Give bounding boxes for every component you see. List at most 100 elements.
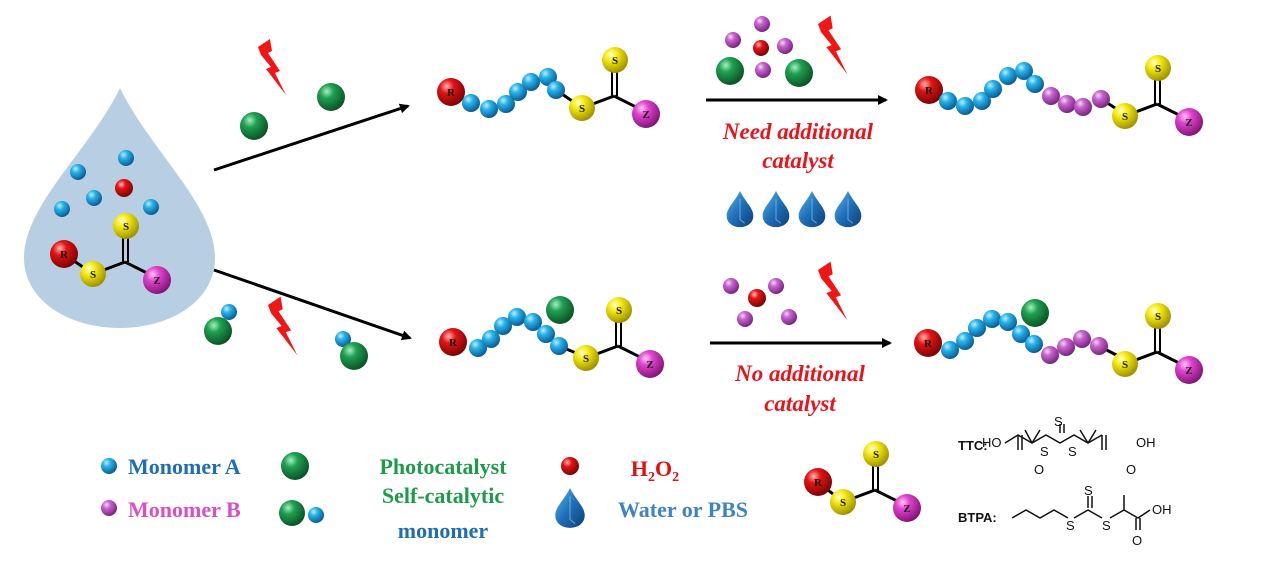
legend-monomer-b-icon <box>101 500 117 516</box>
h2o2-bead <box>748 289 766 307</box>
z-group-label: Z <box>153 275 160 287</box>
drop-highlight <box>775 198 782 224</box>
monomer-b-bead <box>723 278 739 294</box>
bottom-p2-monomer-a <box>999 313 1017 331</box>
ttc-o-right: O <box>1126 462 1136 477</box>
thiocarbonyl-sulfur-label: S <box>612 55 618 67</box>
photocatalyst-bead <box>716 57 744 85</box>
monomer-a-bead <box>143 199 159 215</box>
sulfur-atom <box>1112 103 1138 129</box>
top-p1-monomer-a <box>522 73 540 91</box>
top-p1-monomer-a <box>539 68 557 86</box>
top-p1-monomer-a <box>480 100 498 118</box>
drop-highlight <box>569 496 576 525</box>
r-group-label: R <box>814 477 823 489</box>
ttc-s-right: S <box>1068 444 1077 459</box>
h2o2-bead <box>753 40 769 56</box>
condition-bottom-line2: catalyst <box>764 391 836 416</box>
bottom-p1-monomer-a <box>494 317 512 335</box>
monomer-a-bead <box>86 190 102 206</box>
thiocarbonyl-sulfur-label: S <box>1155 63 1161 75</box>
photocatalyst-moiety <box>546 296 574 324</box>
thiocarbonyl-sulfur-atom <box>606 297 632 323</box>
thiocarbonyl-sulfur-label: S <box>873 449 879 461</box>
legend-h2o2-label: H2O2 <box>631 456 679 485</box>
ttc-ho: HO <box>982 435 1002 450</box>
z-group-label: Z <box>1185 117 1192 129</box>
r-group <box>914 329 942 357</box>
photocatalyst-bead <box>785 59 813 87</box>
bottom-p2-monomer-a <box>968 319 986 337</box>
h2o2-h: H <box>631 456 648 481</box>
top-p2-monomer-b <box>1092 90 1110 108</box>
sulfur-label: S <box>579 103 585 115</box>
z-group-label: Z <box>646 359 653 371</box>
drop-highlight <box>811 198 818 224</box>
h2o2-o: O <box>655 456 672 481</box>
sulfur-atom <box>830 489 856 515</box>
r-group <box>50 240 78 268</box>
legend-monomer-a-icon <box>101 458 117 474</box>
legend-self-catalytic-icon <box>279 500 305 526</box>
bottom-p2-monomer-a <box>983 310 1001 328</box>
r-group-label: R <box>60 249 69 261</box>
r-group-label: R <box>924 338 933 350</box>
sulfur-label: S <box>1122 359 1128 371</box>
monomer-a-bead <box>54 201 70 217</box>
legend-photocatalyst-label: Photocatalyst <box>379 454 507 479</box>
light-bolt-icon <box>818 15 848 75</box>
bottom-p1-monomer-a <box>469 339 487 357</box>
bottom-p1-monomer-a <box>537 325 555 343</box>
sulfur-label: S <box>840 497 846 509</box>
legend-photocatalyst-icon <box>281 452 309 480</box>
ttc-label: TTC: <box>958 438 988 453</box>
photocatalyst-bead <box>317 83 345 111</box>
z-group <box>1175 356 1203 384</box>
top-p2-monomer-a <box>984 80 1002 98</box>
thiocarbonyl-sulfur-atom <box>863 441 889 467</box>
bottom-p2-monomer-a <box>1025 335 1043 353</box>
top-p2-monomer-b <box>1058 95 1076 113</box>
condition-top-line2: catalyst <box>762 148 834 173</box>
monomer-b-bead <box>754 16 770 32</box>
condition-top-line1: Need additional <box>722 119 874 144</box>
legend-r-group <box>804 468 832 496</box>
sulfur-atom <box>569 95 595 121</box>
sulfur-atom <box>573 345 599 371</box>
monomer-b-bead <box>725 32 741 48</box>
h2o2-sub1: 2 <box>648 470 655 485</box>
btpa-oh: OH <box>1152 502 1172 517</box>
thiocarbonyl-sulfur-atom <box>113 213 139 239</box>
monomer-b-bead <box>755 62 771 78</box>
z-group-label: Z <box>1185 365 1192 377</box>
photocatalyst-bead <box>240 112 268 140</box>
sulfur-label: S <box>1122 111 1128 123</box>
z-group <box>636 350 664 378</box>
monomer-b-bead <box>781 309 797 325</box>
self-catalytic-monomer-catalyst <box>204 317 232 345</box>
reaction-droplet <box>24 88 215 328</box>
bottom-p2-monomer-b <box>1090 337 1108 355</box>
condition-bottom-line1: No additional <box>734 361 865 386</box>
bottom-p2-monomer-b <box>1073 330 1091 348</box>
top-p2-monomer-a <box>999 67 1017 85</box>
bottom-p2-monomer-a <box>956 332 974 350</box>
legend-water-label: Water or PBS <box>618 497 748 522</box>
r-group-label: R <box>449 337 458 349</box>
btpa-structure <box>1011 495 1151 530</box>
thiocarbonyl-sulfur-atom <box>1145 303 1171 329</box>
legend-monomer-b-label: Monomer B <box>128 497 241 522</box>
btpa-s-top: S <box>1084 483 1093 498</box>
r-group <box>915 76 943 104</box>
z-group-label: Z <box>642 109 649 121</box>
light-bolt-icon <box>818 261 848 321</box>
raft-end-top-p2 <box>1124 80 1186 120</box>
r-group <box>437 78 465 106</box>
ttc-s-left: S <box>1040 444 1049 459</box>
sulfur-atom <box>80 261 106 287</box>
drop-highlight <box>739 198 746 224</box>
sulfur-label: S <box>583 353 589 365</box>
btpa-s-right: S <box>1102 518 1111 533</box>
monomer-b-bead <box>768 278 784 294</box>
